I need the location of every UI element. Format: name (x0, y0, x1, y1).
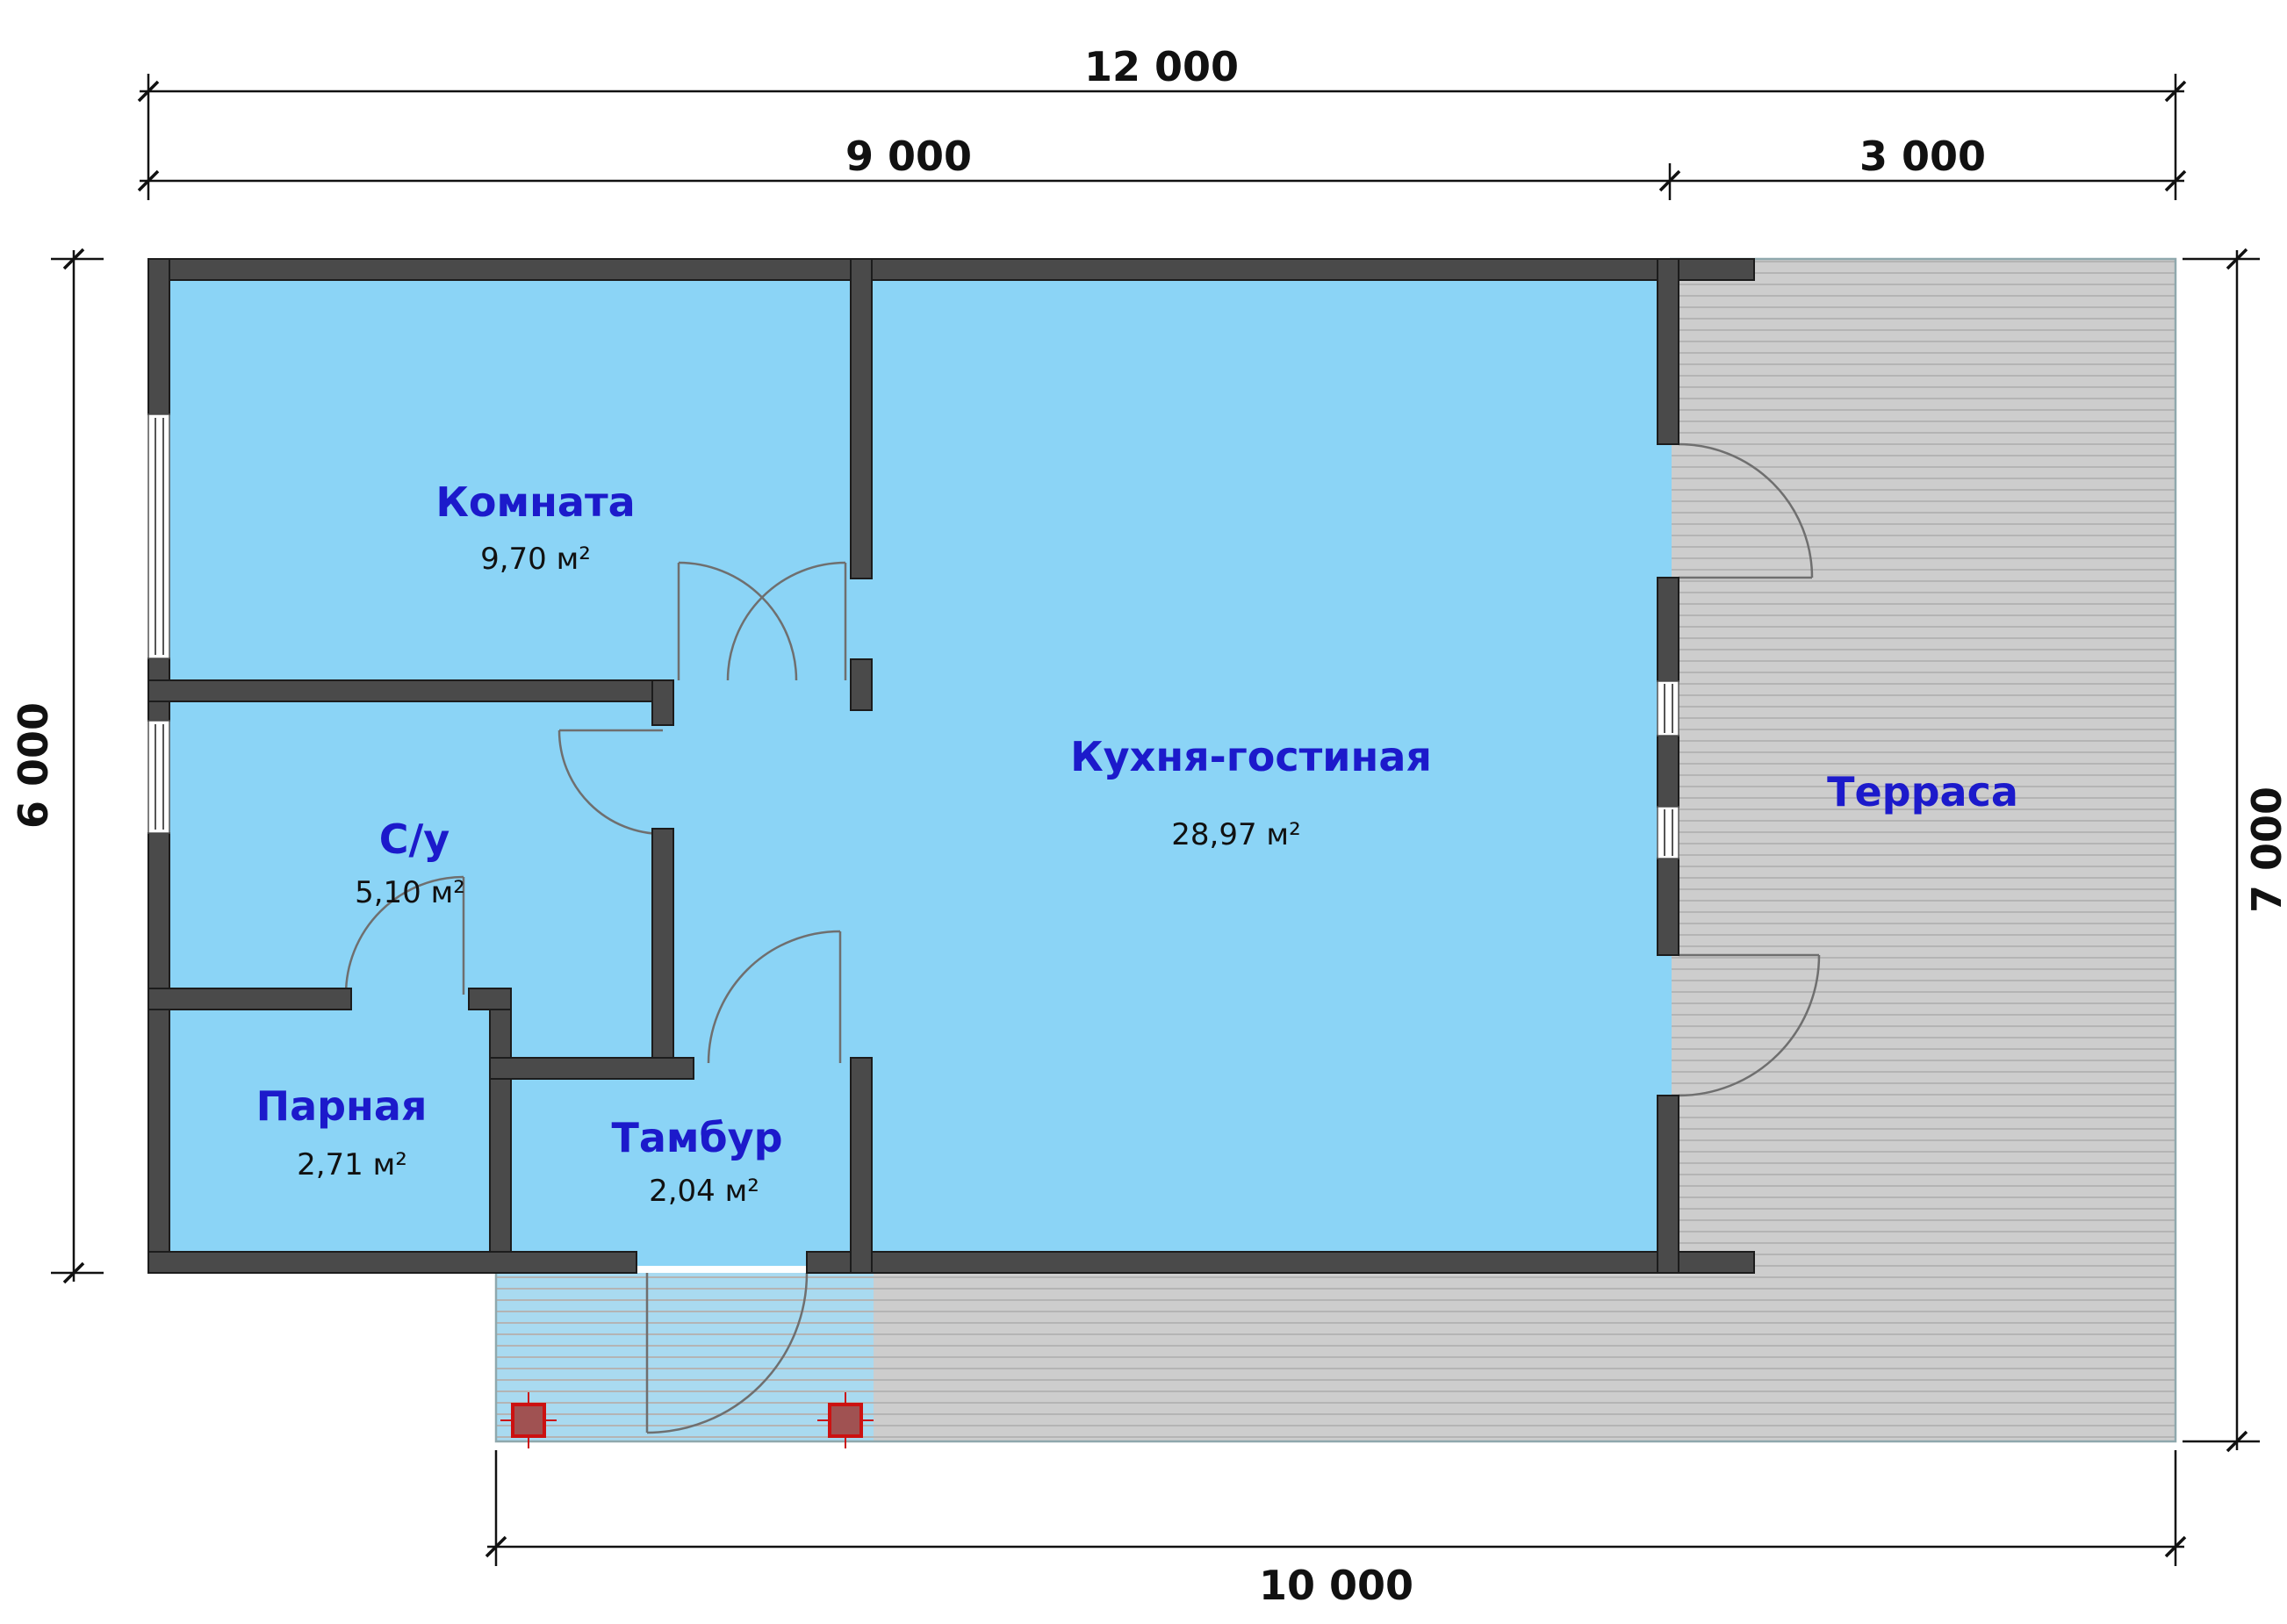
wall-segment (806, 1251, 1755, 1274)
wall-segment (1657, 577, 1679, 682)
wall-segment (147, 258, 170, 415)
dimension-top-total: 12 000 (137, 43, 2187, 200)
house-floor (155, 266, 1672, 1266)
door-terrace-top (1678, 442, 1814, 579)
door-tambur (707, 930, 842, 1064)
room-label-parnaya: Парная (256, 1082, 428, 1130)
terrace-outline (494, 257, 2177, 1443)
wall-segment (489, 1009, 512, 1253)
dim-terrace-depth: 7 000 (2243, 787, 2287, 913)
door-parnaya (344, 875, 465, 995)
terrace-area (494, 257, 2177, 1443)
door-su (557, 729, 664, 836)
room-label-terrasa: Терраса (1827, 768, 2018, 816)
wall-segment (850, 258, 873, 579)
window-right-top (1657, 680, 1679, 737)
wall-segment (850, 658, 873, 711)
window-right-bottom (1657, 806, 1679, 859)
dim-terrace-width: 3 000 (1859, 133, 1986, 180)
room-area-komnata: 9,70 м² (480, 542, 591, 577)
column-post (500, 1392, 557, 1448)
dim-house-depth: 6 000 (10, 702, 57, 829)
dimension-left: 6 000 (10, 248, 104, 1284)
room-area-parnaya: 2,71 м² (297, 1147, 407, 1182)
wall-segment (651, 679, 674, 726)
walls (147, 258, 1755, 1274)
dimension-right: 7 000 (2183, 248, 2287, 1453)
deck-decking (496, 1273, 2176, 1441)
dim-house-width: 9 000 (845, 133, 972, 180)
room-label-kitchen: Кухня-гостиная (1070, 733, 1432, 780)
dim-total-width: 12 000 (1084, 43, 1239, 90)
wall-segment (147, 1251, 637, 1274)
room-label-komnata: Комната (435, 478, 635, 526)
room-label-su: С/у (379, 816, 450, 863)
dim-deck-width: 10 000 (1259, 1562, 1413, 1609)
dimension-top-split: 9 000 3 000 (137, 133, 2187, 200)
wall-segment (1657, 858, 1679, 956)
wall-segment (1657, 1095, 1679, 1274)
wall-segment (1657, 258, 1679, 445)
door-komnata (677, 561, 847, 681)
room-label-tambur: Тамбур (611, 1114, 782, 1161)
columns (500, 1392, 874, 1448)
door-terrace-bottom (1678, 953, 1821, 1097)
wall-segment (147, 832, 170, 1274)
column-post (817, 1392, 874, 1448)
window-left-top (147, 413, 170, 659)
doors (344, 442, 1821, 1434)
room-area-kitchen: 28,97 м² (1171, 817, 1300, 852)
wall-segment (489, 1057, 694, 1080)
room-area-tambur: 2,04 м² (649, 1174, 759, 1209)
room-labels: Комната 9,70 м² Кухня-гостиная 28,97 м² … (256, 478, 2018, 1209)
room-area-su: 5,10 м² (355, 875, 465, 910)
door-entrance (645, 1272, 809, 1434)
wall-segment (1657, 735, 1679, 808)
dimension-bottom: 10 000 (485, 1450, 2187, 1609)
wall-segment (147, 988, 352, 1010)
wall-segment (147, 258, 1755, 281)
windows (147, 413, 1679, 859)
wall-segment (850, 1057, 873, 1274)
wall-segment (468, 988, 512, 1010)
wall-segment (147, 679, 674, 702)
window-left-bottom (147, 720, 170, 834)
terrace-decking (1670, 259, 2176, 1441)
wall-segment (651, 828, 674, 1080)
